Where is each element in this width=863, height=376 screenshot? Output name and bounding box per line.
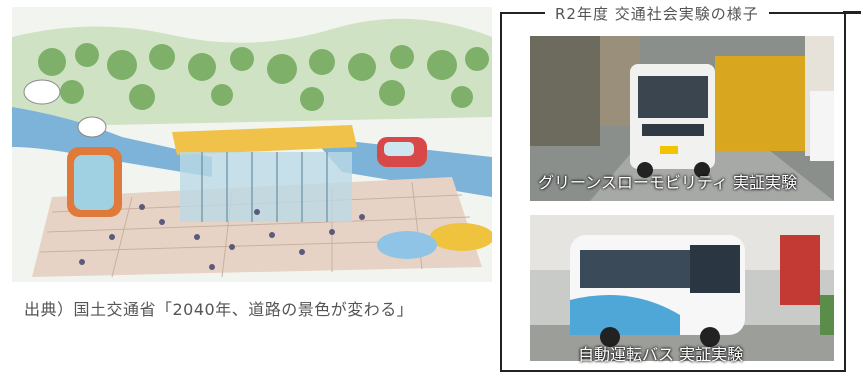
green-slow-mobility-photo: [530, 36, 834, 201]
autonomous-bus-photo: [530, 215, 834, 361]
photo2-caption: 自動運転バス 実証実験: [578, 345, 744, 364]
photo1-caption: グリーンスローモビリティ 実証実験: [538, 173, 798, 192]
future-road-illustration: [12, 7, 492, 282]
source-caption: 出典）国土交通省「2040年、道路の景色が変わる」: [24, 300, 414, 319]
frame-corner-mark: [843, 11, 861, 14]
frame-title: R2年度 交通社会実験の様子: [545, 3, 769, 24]
